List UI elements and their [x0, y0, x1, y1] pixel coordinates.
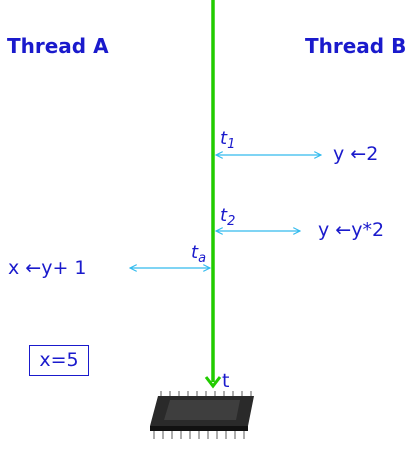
event-label-t2: t2	[220, 205, 236, 229]
time-axis-label: t	[222, 370, 230, 392]
result-box: x=5	[29, 345, 89, 376]
thread-a-title: Thread A	[7, 34, 109, 58]
result-value: x=5	[39, 349, 79, 371]
thread-b-title: Thread B	[305, 34, 407, 58]
event-statement-t2: y ←y*2	[318, 219, 385, 241]
event-statement-t1: y ←2	[333, 143, 379, 165]
cpu-chip-icon	[150, 391, 254, 439]
event-label-ta: ta	[191, 242, 207, 266]
time-axis-arrowhead	[204, 376, 222, 389]
event-label-t1: t1	[220, 128, 236, 152]
event-statement-ta: x ←y+ 1	[8, 257, 87, 279]
